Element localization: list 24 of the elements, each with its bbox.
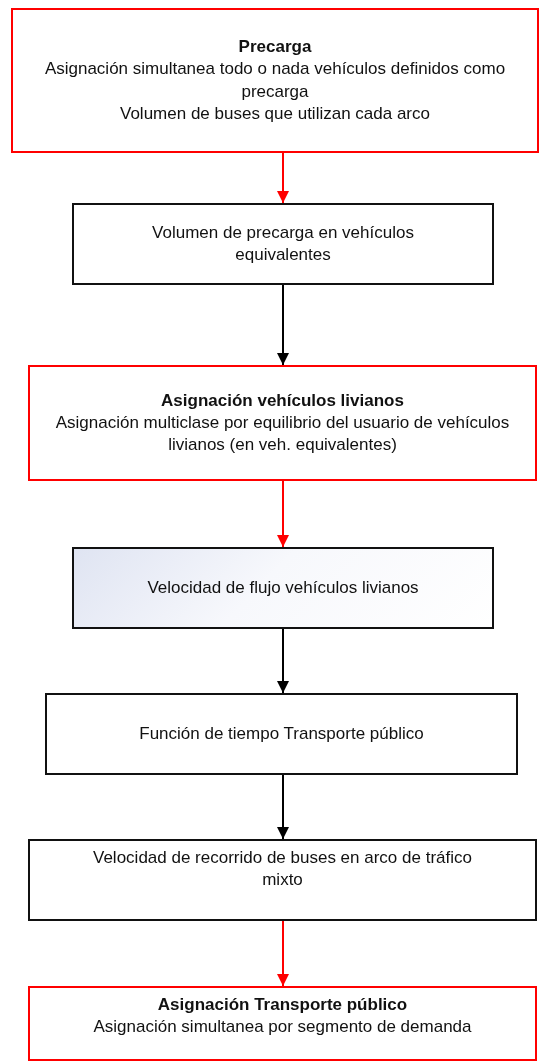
box-text: Asignación multiclase por equilibrio del usuario de vehículos livianos (en veh. equivalentes) xyxy=(54,411,511,457)
box-text: Velocidad de flujo vehículos livianos xyxy=(147,576,419,599)
box-text: Volumen de precarga en vehículos equivalentes xyxy=(151,221,415,266)
arrow xyxy=(277,628,289,694)
arrow xyxy=(277,920,289,987)
box-heading: Asignación Transporte público xyxy=(157,994,408,1016)
arrow xyxy=(277,284,289,366)
process-box xyxy=(28,365,537,481)
process-box xyxy=(11,8,539,153)
process-box xyxy=(72,203,494,285)
process-box xyxy=(28,986,537,1061)
box-text: Función de tiempo Transporte público xyxy=(139,722,424,745)
arrow xyxy=(277,480,289,548)
box-heading: Precarga xyxy=(238,36,312,59)
box-text: Asignación simultanea todo o nada vehículos definidos como precarga xyxy=(43,58,507,103)
arrow xyxy=(277,152,289,204)
process-box xyxy=(45,693,518,775)
arrow xyxy=(277,774,289,840)
process-box xyxy=(28,839,537,921)
box-text: Volumen de buses que utilizan cada arco xyxy=(120,102,430,125)
process-box xyxy=(72,547,494,629)
box-heading: Asignación vehículos livianos xyxy=(161,389,404,412)
box-text: Asignación simultanea por segmento de demanda xyxy=(93,1016,472,1039)
box-text: Velocidad de recorrido de buses en arco de tráfico mixto xyxy=(92,847,473,892)
